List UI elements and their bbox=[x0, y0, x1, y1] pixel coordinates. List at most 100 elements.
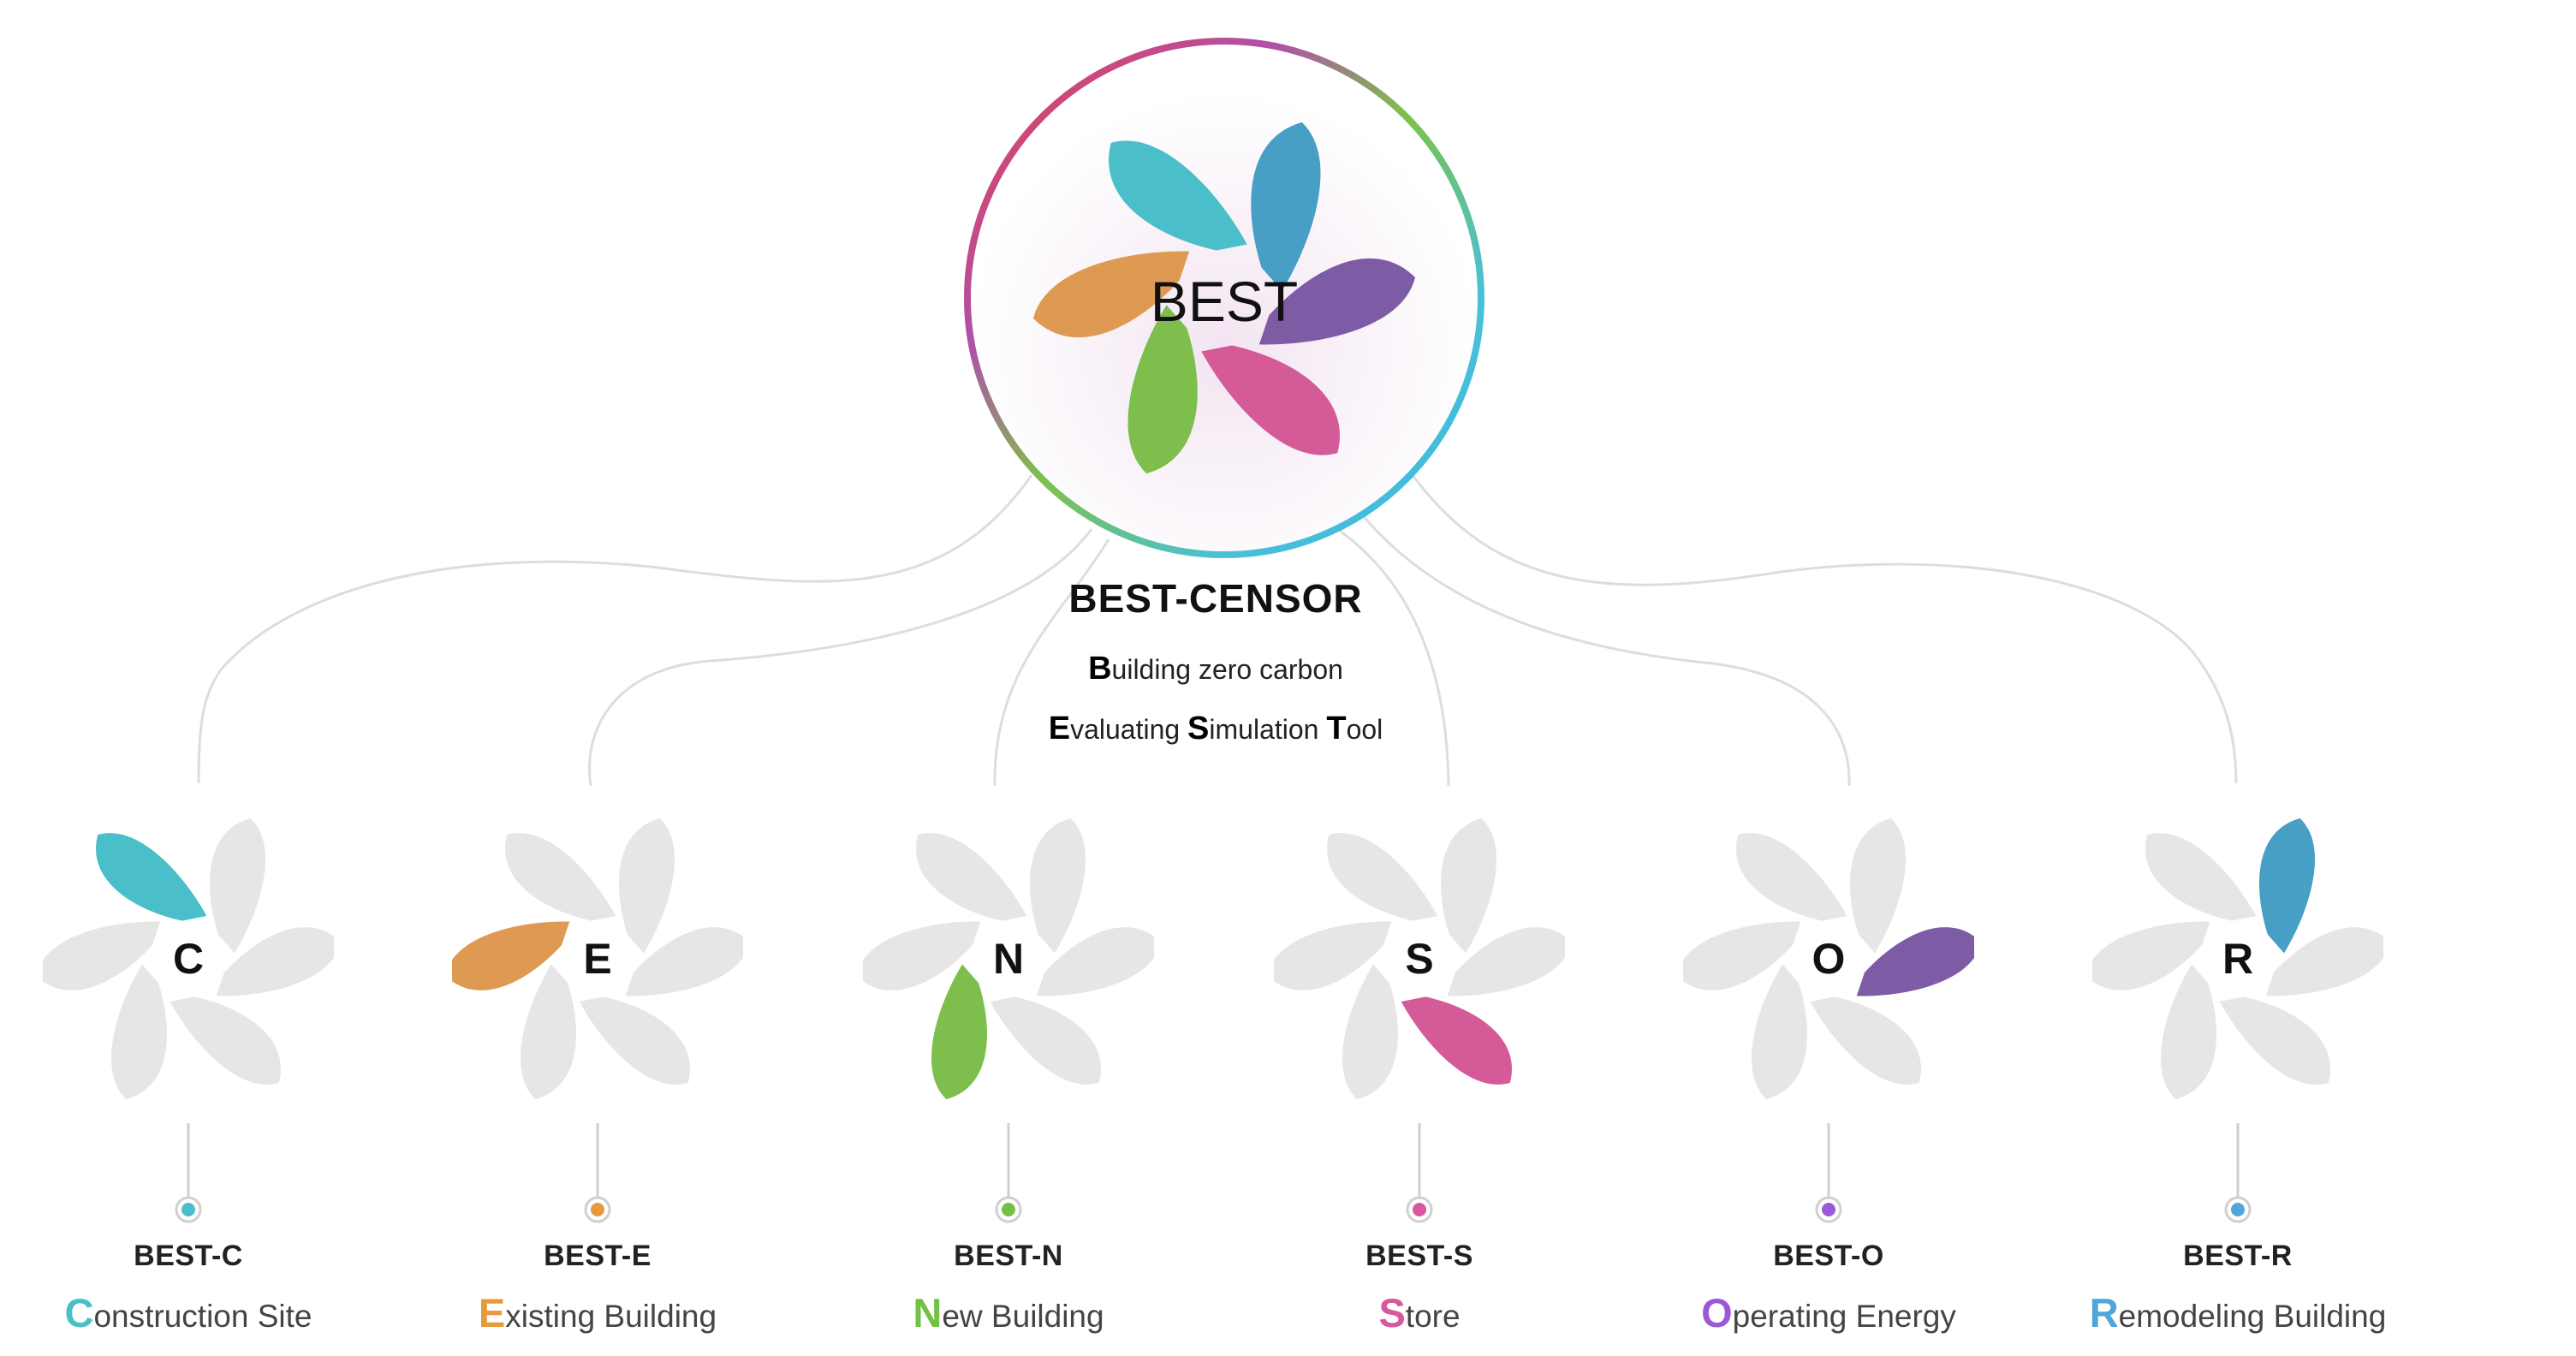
module-code-c: BEST-C bbox=[134, 1240, 243, 1272]
module-n-petal-e bbox=[863, 921, 981, 990]
module-r-petal-o bbox=[2265, 927, 2383, 996]
module-code-r: BEST-R bbox=[2183, 1240, 2293, 1272]
module-letter-o: O bbox=[1812, 935, 1846, 983]
connector-o bbox=[1359, 513, 1851, 787]
module-flower-n-icon bbox=[863, 818, 1154, 1100]
initial-s: S bbox=[1187, 711, 1210, 746]
subtitle-word-tool: ool bbox=[1346, 714, 1383, 745]
module-desc-initial-e: E bbox=[478, 1290, 506, 1335]
module-o-petal-r bbox=[1849, 818, 1907, 954]
module-desc-rest-s: tore bbox=[1405, 1299, 1461, 1334]
subtitle-line1-rest: uilding zero carbon bbox=[1111, 654, 1343, 685]
connector-s bbox=[1339, 529, 1450, 787]
module-n-petal-c bbox=[916, 833, 1027, 921]
module-letter-n: N bbox=[992, 935, 1025, 983]
center-petal-c bbox=[1109, 140, 1247, 251]
module-c-petal-n bbox=[110, 964, 168, 1100]
connector-c bbox=[197, 474, 1033, 784]
module-r-petal-r bbox=[2258, 818, 2316, 954]
module-desc-n: New Building bbox=[786, 1289, 1231, 1336]
module-letter-s: S bbox=[1405, 935, 1434, 983]
module-o-petal-n bbox=[1751, 964, 1808, 1100]
module-s-petal-r bbox=[1440, 818, 1497, 954]
connector-n bbox=[993, 538, 1110, 787]
module-desc-rest-n: ew Building bbox=[942, 1299, 1104, 1334]
center-petal-o bbox=[1258, 258, 1416, 345]
module-desc-c: Construction Site bbox=[0, 1289, 411, 1336]
module-desc-initial-n: N bbox=[913, 1290, 943, 1335]
module-s-petal-o bbox=[1447, 927, 1565, 996]
module-code-e: BEST-E bbox=[544, 1240, 651, 1272]
module-desc-s: Store bbox=[1197, 1289, 1642, 1336]
module-r-petal-n bbox=[2160, 964, 2217, 1100]
subtitle-word-simulation: imulation bbox=[1209, 714, 1327, 745]
module-dot-c bbox=[181, 1203, 195, 1216]
center-title: BEST-CENSOR bbox=[1068, 576, 1363, 621]
module-desc-o: Operating Energy bbox=[1606, 1289, 2051, 1336]
module-dot-r bbox=[2231, 1203, 2245, 1216]
module-code-s: BEST-S bbox=[1365, 1240, 1473, 1272]
module-desc-rest-r: emodeling Building bbox=[2118, 1299, 2387, 1334]
center-petal-e bbox=[1032, 251, 1190, 338]
module-letter-c: C bbox=[172, 935, 205, 983]
module-o-petal-e bbox=[1683, 921, 1801, 990]
subtitle-word-evaluating: valuating bbox=[1070, 714, 1188, 745]
module-dot-n bbox=[1002, 1203, 1015, 1216]
module-s-petal-c bbox=[1327, 833, 1438, 921]
connector-r bbox=[1411, 474, 2238, 784]
module-s-petal-n bbox=[1342, 964, 1399, 1100]
center-logo-text: BEST bbox=[1151, 270, 1298, 333]
initial-b: B bbox=[1088, 651, 1112, 687]
module-c-petal-r bbox=[209, 818, 266, 954]
module-desc-initial-r: R bbox=[2089, 1290, 2119, 1335]
module-stems bbox=[175, 1123, 2252, 1223]
center-ring bbox=[964, 38, 1484, 558]
center-subtitle-line2: Evaluating Simulation Tool bbox=[890, 711, 1541, 747]
module-s-petal-s bbox=[1401, 996, 1512, 1085]
center-subtitle-line1: Building zero carbon bbox=[890, 651, 1541, 687]
module-n-petal-s bbox=[990, 996, 1101, 1085]
module-desc-rest-c: onstruction Site bbox=[93, 1299, 312, 1334]
module-flower-e-icon bbox=[452, 818, 743, 1100]
module-desc-rest-e: xisting Building bbox=[505, 1299, 717, 1334]
module-dot-s bbox=[1413, 1203, 1426, 1216]
module-desc-r: Remodeling Building bbox=[2015, 1289, 2460, 1336]
module-e-petal-e bbox=[452, 921, 570, 990]
module-code-n: BEST-N bbox=[954, 1240, 1063, 1272]
module-letter-e: E bbox=[583, 935, 612, 983]
module-r-petal-c bbox=[2145, 833, 2257, 921]
module-r-petal-e bbox=[2092, 921, 2210, 990]
module-n-petal-o bbox=[1036, 927, 1154, 996]
module-c-petal-o bbox=[216, 927, 334, 996]
module-n-petal-n bbox=[931, 964, 988, 1100]
module-s-petal-e bbox=[1274, 921, 1392, 990]
module-e-petal-s bbox=[579, 996, 690, 1085]
module-desc-initial-c: C bbox=[64, 1290, 94, 1335]
module-c-petal-e bbox=[43, 921, 161, 990]
module-c-petal-s bbox=[170, 996, 281, 1085]
module-o-petal-s bbox=[1810, 996, 1921, 1085]
module-letter-r: R bbox=[2222, 935, 2254, 983]
connector-e bbox=[588, 528, 1093, 787]
module-code-o: BEST-O bbox=[1773, 1240, 1884, 1272]
module-desc-initial-s: S bbox=[1378, 1290, 1406, 1335]
module-n-petal-r bbox=[1029, 818, 1086, 954]
module-flower-r-icon bbox=[2092, 818, 2383, 1100]
module-desc-rest-o: perating Energy bbox=[1732, 1299, 1956, 1334]
module-flower-c-icon bbox=[43, 818, 334, 1100]
module-flower-o-icon bbox=[1683, 818, 1974, 1100]
module-o-petal-o bbox=[1856, 927, 1974, 996]
module-dot-o bbox=[1822, 1203, 1835, 1216]
center-petal-n bbox=[1127, 305, 1198, 474]
center-petal-r bbox=[1251, 122, 1321, 291]
module-flower-s-icon bbox=[1274, 818, 1565, 1100]
module-desc-initial-o: O bbox=[1701, 1290, 1733, 1335]
module-e-petal-c bbox=[505, 833, 616, 921]
module-o-petal-c bbox=[1736, 833, 1847, 921]
module-c-petal-c bbox=[96, 833, 207, 921]
module-desc-e: Existing Building bbox=[375, 1289, 820, 1336]
module-e-petal-r bbox=[618, 818, 675, 954]
